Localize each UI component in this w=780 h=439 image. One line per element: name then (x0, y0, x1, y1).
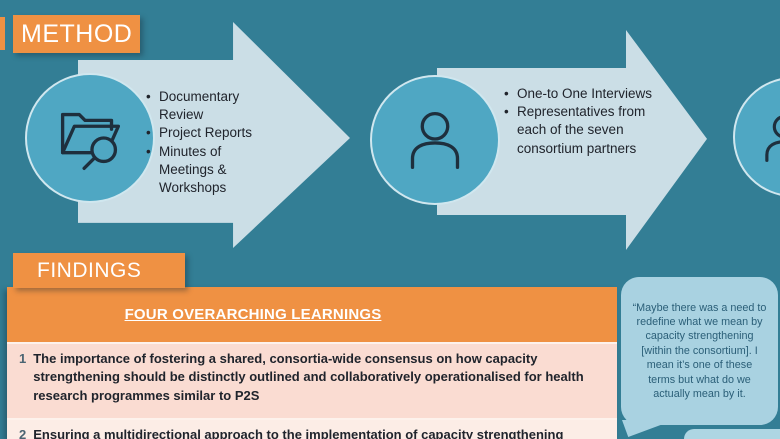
quote-speech-bubble: “Maybe there was a need to redefine what… (621, 277, 778, 425)
learning-number: 1 (19, 351, 27, 366)
bullet-text: One-to One Interviews (517, 86, 653, 101)
method-section-title: METHOD (13, 15, 140, 53)
learning-row-1: 1 The importance of fostering a shared, … (7, 342, 617, 418)
quote-bubble-tail (622, 420, 674, 437)
people-group-icon (751, 95, 780, 179)
method-step-3-circle (733, 77, 780, 197)
learning-row-2: 2 Ensuring a multidirectional approach t… (7, 418, 617, 439)
findings-title-label: FINDINGS (37, 258, 142, 282)
bullet-text: Minutes of Meetings & Workshops (159, 143, 227, 196)
person-icon (391, 96, 479, 184)
method-title-label: METHOD (21, 19, 133, 48)
bullet-item: Documentary Review (146, 88, 276, 124)
bullet-text: Documentary Review (159, 89, 240, 123)
bullet-item: Minutes of Meetings & Workshops (146, 143, 276, 198)
bullet-text: Representatives from each of the seven c… (517, 104, 646, 156)
bullet-item: Representatives from each of the seven c… (504, 103, 656, 158)
method-step-1-bullets: Documentary Review Project Reports Minut… (146, 88, 276, 197)
method-step-2-bullets: One-to One Interviews Representatives fr… (504, 85, 656, 158)
learning-number: 2 (19, 427, 27, 439)
quote-text: “Maybe there was a need to redefine what… (632, 301, 767, 400)
method-step-2-circle (370, 75, 500, 205)
folder-magnifier-icon (46, 94, 134, 182)
learning-text: The importance of fostering a shared, co… (33, 351, 584, 403)
findings-banner: FOUR OVERARCHING LEARNINGS (7, 287, 617, 342)
bullet-text: Project Reports (159, 125, 253, 141)
findings-panel: FOUR OVERARCHING LEARNINGS 1 The importa… (7, 287, 617, 439)
learning-text: Ensuring a multidirectional approach to … (33, 427, 564, 439)
next-quote-bubble-edge (684, 429, 780, 439)
bullet-item: Project Reports (146, 124, 276, 142)
method-step-1-circle (25, 73, 155, 203)
findings-banner-label: FOUR OVERARCHING LEARNINGS (124, 306, 382, 323)
left-edge-accent (0, 17, 5, 50)
bullet-item: One-to One Interviews (504, 85, 656, 103)
findings-section-title: FINDINGS (13, 253, 185, 288)
